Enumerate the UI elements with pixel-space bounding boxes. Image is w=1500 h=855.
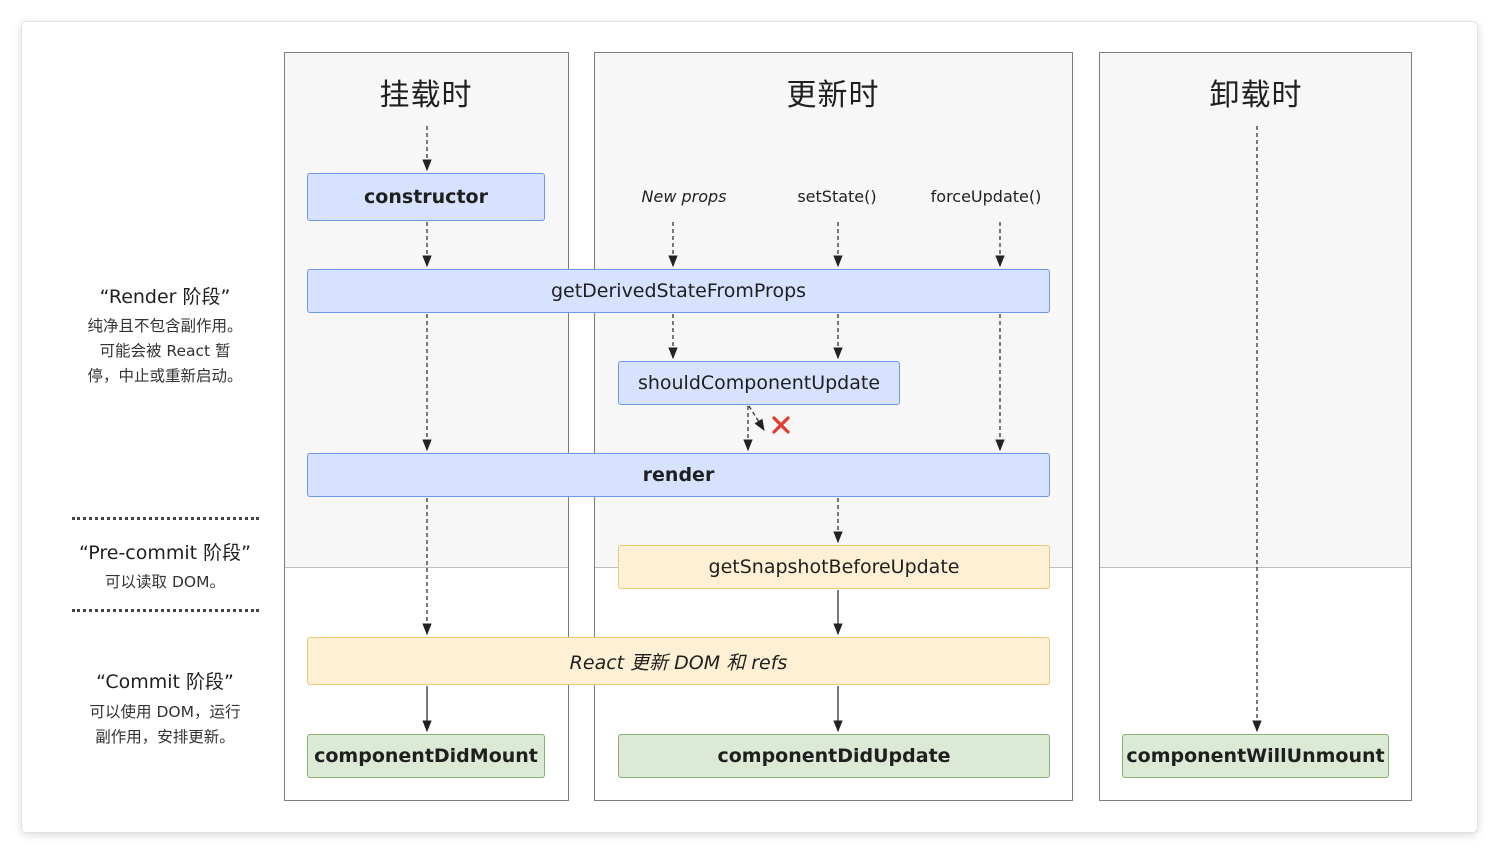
get-derived-state-box: getDerivedStateFromProps [307, 269, 1050, 313]
react-updates-dom-box: React 更新 DOM 和 refs [307, 637, 1050, 685]
render-phase-desc-line: 可能会被 React 暂 [99, 342, 231, 360]
mount-column-title: 挂载时 [379, 78, 473, 113]
commit-phase-desc-line: 副作用，安排更新。 [95, 728, 235, 746]
precommit-phase-description: 可以读取 DOM。 [70, 570, 260, 595]
commit-phase-title: “Commit 阶段” [96, 671, 234, 693]
force-update-label: forceUpdate() [930, 187, 1042, 206]
phase-divider [72, 609, 259, 612]
cross-icon [772, 416, 790, 434]
unmount-column-title: 卸载时 [1209, 78, 1303, 113]
render-box: render [307, 453, 1050, 497]
constructor-box: constructor [307, 173, 545, 221]
component-did-mount-box: componentDidMount [307, 734, 545, 778]
unmount-column [1099, 52, 1412, 801]
precommit-phase-title: “Pre-commit 阶段” [78, 542, 252, 564]
commit-phase-description: 可以使用 DOM，运行 副作用，安排更新。 [70, 700, 260, 750]
new-props-label: New props [641, 187, 727, 206]
should-component-update-box: shouldComponentUpdate [618, 361, 900, 405]
commit-phase-desc-line: 可以使用 DOM，运行 [89, 703, 241, 721]
snapshot-box: getSnapshotBeforeUpdate [618, 545, 1050, 589]
phase-divider [72, 517, 259, 520]
render-phase-description: 纯净且不包含副作用。 可能会被 React 暂 停，中止或重新启动。 [70, 314, 260, 389]
component-did-update-box: componentDidUpdate [618, 734, 1050, 778]
precommit-phase-desc-line: 可以读取 DOM。 [105, 573, 225, 591]
render-phase-desc-line: 停，中止或重新启动。 [87, 367, 243, 385]
set-state-label: setState() [797, 187, 877, 206]
component-will-unmount-box: componentWillUnmount [1122, 734, 1389, 778]
render-phase-title: “Render 阶段” [99, 286, 231, 308]
update-column-title: 更新时 [786, 78, 880, 113]
render-phase-desc-line: 纯净且不包含副作用。 [87, 317, 243, 335]
scu-cancel-arrow [748, 405, 765, 431]
